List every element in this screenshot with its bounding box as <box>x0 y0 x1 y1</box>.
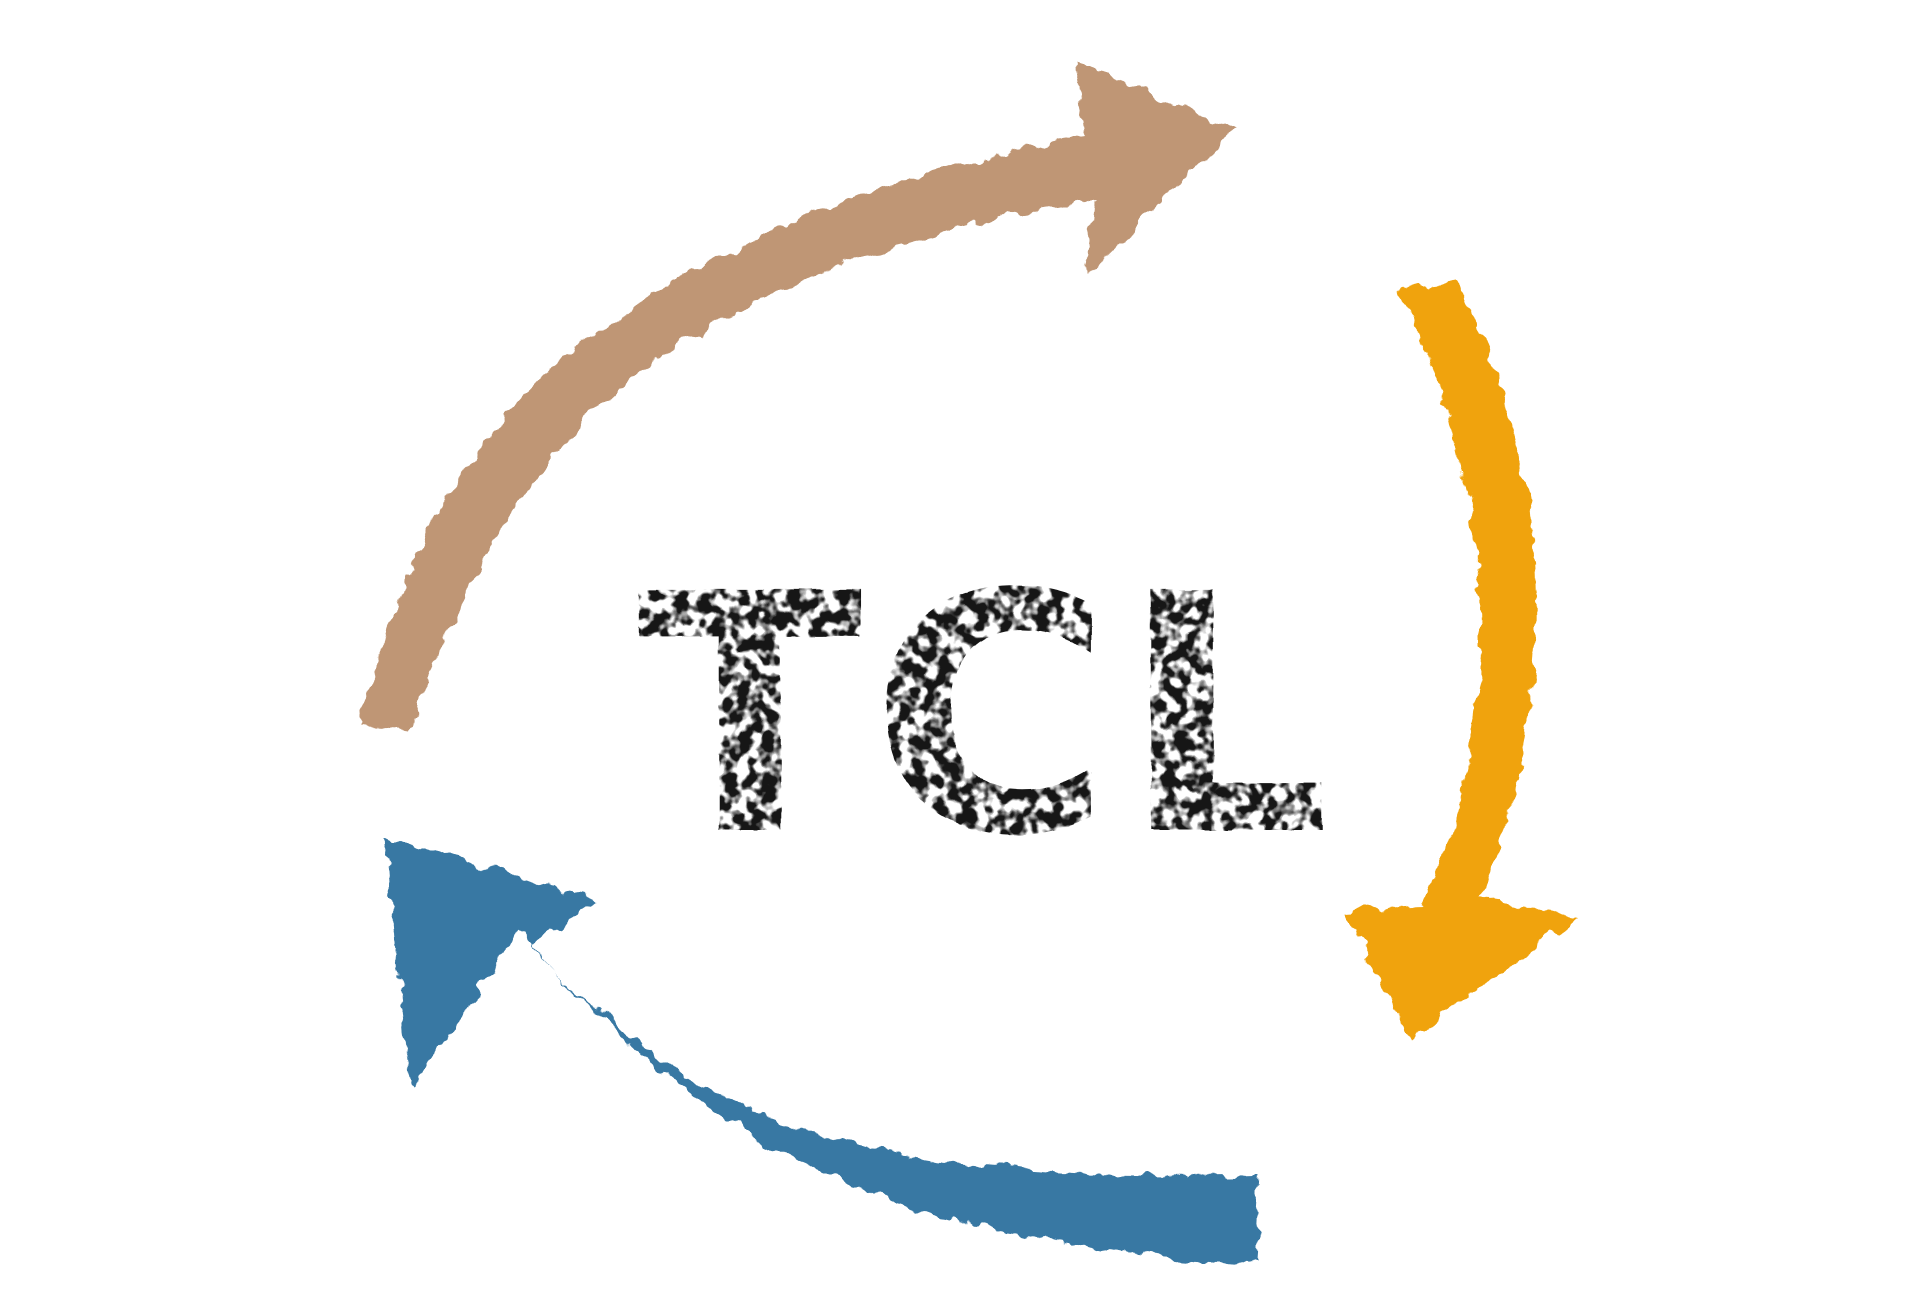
arrow-down-curved-icon <box>1345 280 1580 1040</box>
arrow-right-curved-icon <box>360 60 1235 730</box>
logo-wordmark: TCL <box>637 524 1339 908</box>
arrow-left-curved-icon <box>385 840 1260 1265</box>
logo-wordmark-group: TCL <box>637 524 1339 908</box>
